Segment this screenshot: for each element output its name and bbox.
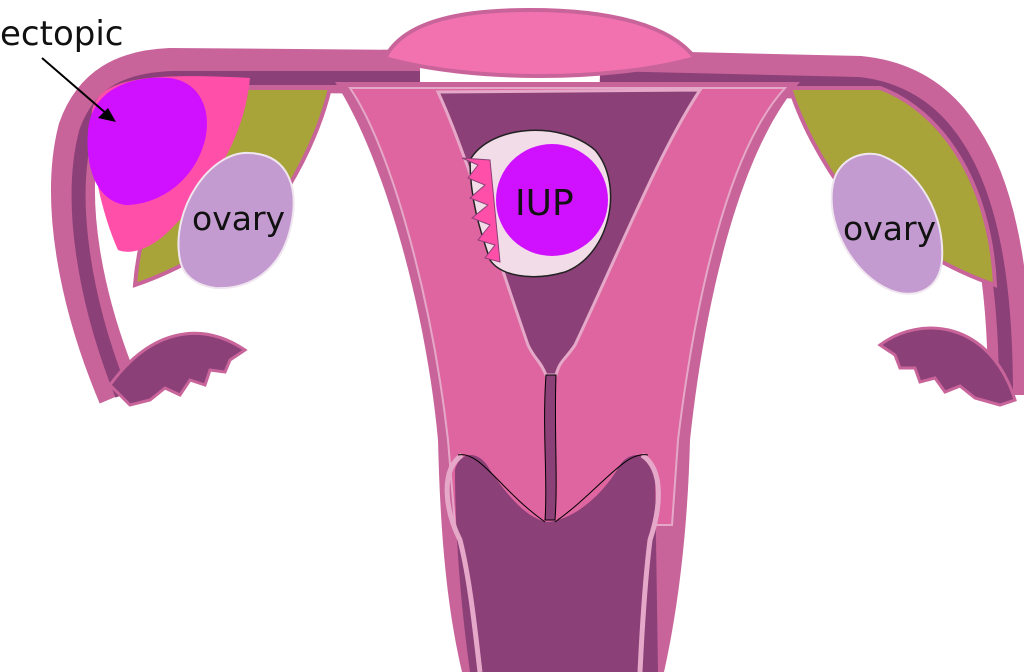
iup-label: IUP bbox=[515, 183, 574, 224]
intrauterine-pregnancy bbox=[461, 129, 612, 278]
vagina bbox=[455, 454, 658, 672]
left-ovary bbox=[177, 151, 295, 290]
arrow-icon bbox=[41, 57, 116, 122]
uterine-fundus bbox=[382, 7, 699, 78]
right-ovary bbox=[830, 152, 944, 295]
right-ovary-label: ovary bbox=[843, 209, 936, 248]
left-ovary-label: ovary bbox=[192, 199, 285, 238]
ectopic-label: ectopic bbox=[0, 14, 123, 54]
ectopic-pregnancy bbox=[87, 76, 251, 252]
cervical-canal bbox=[544, 374, 557, 521]
